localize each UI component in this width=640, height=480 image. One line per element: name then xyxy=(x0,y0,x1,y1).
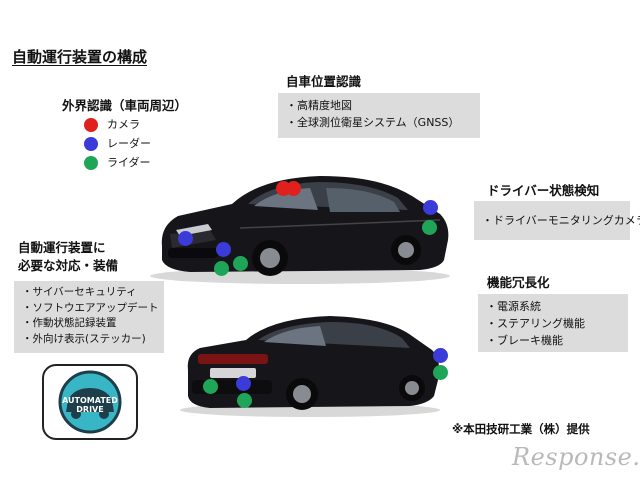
requirements-heading: 自動運行装置に 必要な対応・装備 xyxy=(18,239,118,275)
front-radar-sensor xyxy=(178,231,193,246)
front-right-radar-sensor xyxy=(423,200,438,215)
front-camera-sensor-2 xyxy=(286,181,301,196)
lidar-dot-icon xyxy=(84,155,98,170)
front-right-lidar-sensor xyxy=(422,220,437,235)
front-lidar-sensor xyxy=(214,261,229,276)
legend-label-radar: レーダー xyxy=(107,137,151,150)
requirements-item-cybersecurity: ・サイバーセキュリティ xyxy=(22,286,137,298)
badge-line-1: AUTOMATED xyxy=(62,396,118,405)
legend-item-radar: レーダー xyxy=(84,134,151,153)
front-left-radar-sensor xyxy=(216,242,231,257)
legend-label-lidar: ライダー xyxy=(107,156,151,169)
rear-left-lidar-sensor xyxy=(203,379,218,394)
legend-item-lidar: ライダー xyxy=(84,153,151,172)
driver-item-camera: ・ドライバーモニタリングカメラ xyxy=(482,214,640,227)
requirements-heading-line-2: 必要な対応・装備 xyxy=(18,258,119,273)
badge-line-2: DRIVE xyxy=(76,405,103,414)
driver-monitoring-box: ・ドライバーモニタリングカメラ xyxy=(474,201,640,240)
requirements-item-software-update: ・ソフトウエアアップデート xyxy=(22,301,159,314)
response-watermark: Response. xyxy=(512,443,640,471)
requirements-item-sticker: ・外向け表示(ステッカー) xyxy=(22,332,146,345)
car-front-image xyxy=(150,176,450,284)
automated-drive-sticker: AUTOMATED DRIVE xyxy=(42,364,138,440)
car-badge-icon: AUTOMATED DRIVE xyxy=(58,370,122,434)
radar-dot-icon xyxy=(84,136,98,151)
redundancy-heading: 機能冗長化 xyxy=(487,275,550,290)
rear-right-radar-sensor xyxy=(433,348,448,363)
sensor-legend: カメラ レーダー ライダー xyxy=(84,115,151,172)
external-recognition-heading: 外界認識（車両周辺） xyxy=(62,98,188,113)
legend-label-camera: カメラ xyxy=(107,118,140,131)
driver-monitoring-heading: ドライバー状態検知 xyxy=(487,183,600,198)
car-rear-image xyxy=(180,316,440,417)
redundancy-item-brake: ・ブレーキ機能 xyxy=(486,334,563,347)
position-item-gnss: ・全球測位衛星システム（GNSS） xyxy=(286,116,460,129)
redundancy-box: ・電源系統 ・ステアリング機能 ・ブレーキ機能 xyxy=(478,294,628,352)
legend-item-camera: カメラ xyxy=(84,115,151,134)
position-recognition-heading: 自車位置認識 xyxy=(286,74,362,89)
requirements-box: ・サイバーセキュリティ ・ソフトウエアアップデート ・作動状態記録装置 ・外向け… xyxy=(14,281,164,353)
redundancy-item-steering: ・ステアリング機能 xyxy=(486,317,585,330)
requirements-heading-line-1: 自動運行装置に xyxy=(18,240,106,255)
position-item-map: ・高精度地図 xyxy=(286,99,352,112)
rear-radar-sensor xyxy=(236,376,251,391)
rear-right-lidar-sensor xyxy=(433,365,448,380)
front-left-lidar-sensor xyxy=(233,256,248,271)
redundancy-item-power: ・電源系統 xyxy=(486,300,541,313)
requirements-item-recorder: ・作動状態記録装置 xyxy=(22,317,117,329)
camera-dot-icon xyxy=(84,117,98,132)
image-credit: ※本田技研工業（株）提供 xyxy=(452,422,590,436)
page-title: 自動運行装置の構成 xyxy=(12,48,148,66)
rear-lidar-sensor xyxy=(237,393,252,408)
position-recognition-box: ・高精度地図 ・全球測位衛星システム（GNSS） xyxy=(278,93,480,138)
